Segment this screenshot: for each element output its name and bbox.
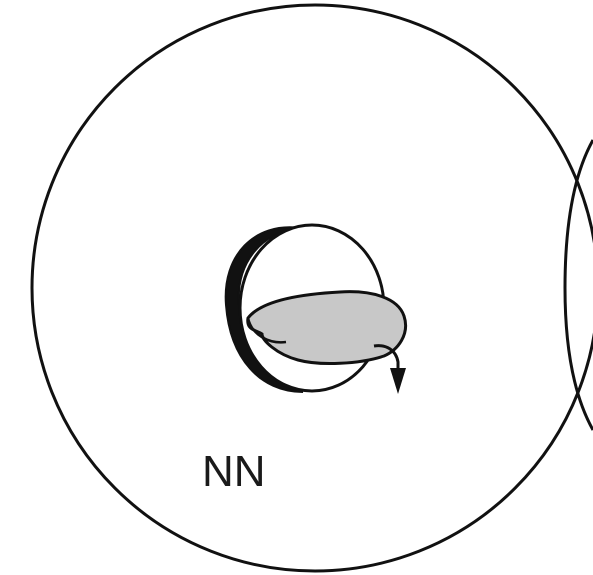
nn-label: NN <box>202 446 266 498</box>
